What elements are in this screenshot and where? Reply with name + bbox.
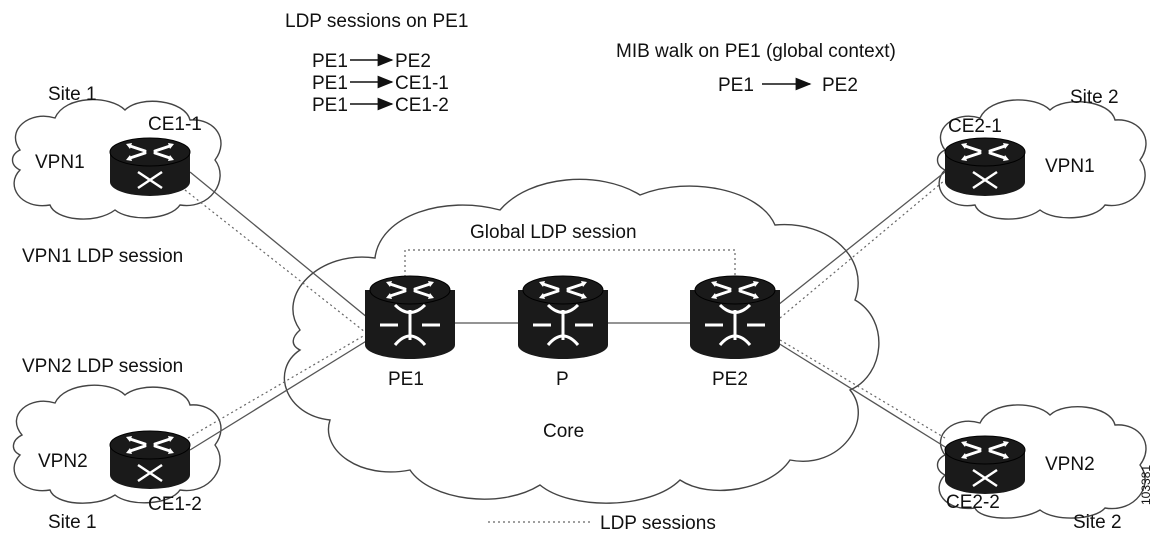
router-ce1-2-icon	[108, 429, 192, 489]
session-from-2: PE1	[312, 73, 348, 94]
figure-id: 103381	[1139, 465, 1153, 505]
physical-links	[189, 167, 951, 451]
global-ldp-session-label: Global LDP session	[470, 222, 637, 243]
vpn2-ldp-session-label: VPN2 LDP session	[22, 356, 183, 377]
vpn2-left-label: VPN2	[38, 451, 88, 472]
ce1-2-label: CE1-2	[148, 494, 202, 515]
mib-to: PE2	[822, 75, 858, 96]
ce2-2-label: CE2-2	[946, 492, 1000, 513]
session-from-1: PE1	[312, 51, 348, 72]
site2-top-label: Site 2	[1070, 87, 1119, 108]
legend-label: LDP sessions	[600, 513, 716, 534]
pe1-label: PE1	[388, 369, 424, 390]
router-pe1-icon	[365, 274, 455, 359]
ldp-sessions-title: LDP sessions on PE1	[285, 11, 468, 32]
vpn1-right-label: VPN1	[1045, 156, 1095, 177]
session-to-2: CE1-1	[395, 73, 449, 94]
router-ce1-1-icon	[108, 136, 192, 196]
mib-walk-title: MIB walk on PE1 (global context)	[616, 41, 896, 62]
ce1-1-label: CE1-1	[148, 114, 202, 135]
ce2-1-label: CE2-1	[948, 116, 1002, 137]
pe2-label: PE2	[712, 369, 748, 390]
site1-top-label: Site 1	[48, 84, 97, 105]
session-to-3: CE1-2	[395, 95, 449, 116]
vpn1-left-label: VPN1	[35, 152, 85, 173]
ldp-session-lines	[184, 179, 946, 439]
mib-from: PE1	[718, 75, 754, 96]
session-to-1: PE2	[395, 51, 431, 72]
site1-bottom-label: Site 1	[48, 512, 97, 533]
router-ce2-1-icon	[943, 136, 1027, 196]
site2-bottom-label: Site 2	[1073, 512, 1122, 533]
p-label: P	[556, 369, 569, 390]
router-p-icon	[518, 274, 608, 359]
core-label: Core	[543, 421, 584, 442]
session-from-3: PE1	[312, 95, 348, 116]
router-ce2-2-icon	[943, 434, 1027, 494]
router-pe2-icon	[690, 274, 780, 359]
vpn1-ldp-session-label: VPN1 LDP session	[22, 246, 183, 267]
vpn2-right-label: VPN2	[1045, 454, 1095, 475]
